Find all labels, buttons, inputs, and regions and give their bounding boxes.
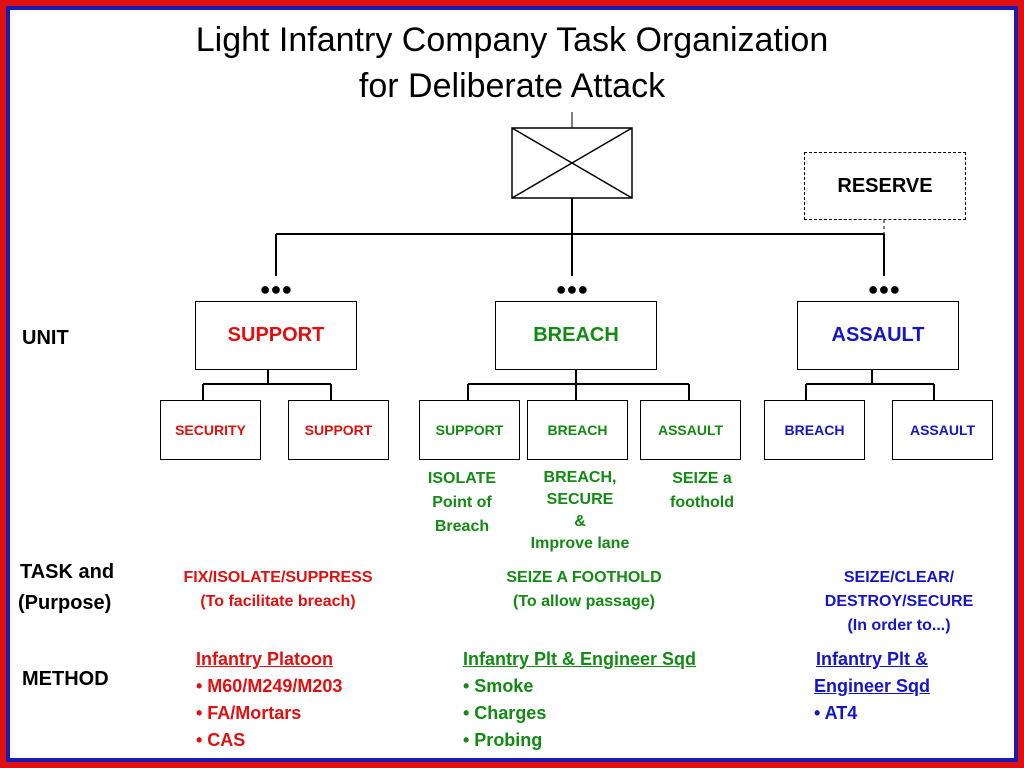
assault-breach-box: BREACH	[764, 400, 865, 460]
breach-breach-box: BREACH	[527, 400, 628, 460]
support-unit-box: SUPPORT	[195, 301, 357, 370]
support-security-box: SECURITY	[160, 400, 261, 460]
method-breach: Infantry Plt & Engineer Sqd • Smoke • Ch…	[463, 649, 697, 750]
title-line-2: for Deliberate Attack	[358, 67, 666, 105]
support-support-box: SUPPORT	[288, 400, 389, 460]
breach-unit-box: BREACH	[495, 301, 657, 370]
subtask-breach: BREACH, SECURE & Improve lane	[530, 469, 630, 552]
row-label-method: METHOD	[22, 668, 109, 690]
breach-assault-box: ASSAULT	[640, 400, 741, 460]
inner-blue-frame	[6, 6, 1018, 762]
assault-unit-box: ASSAULT	[797, 301, 959, 370]
row-label-unit: UNIT	[22, 327, 69, 349]
subtask-isolate: ISOLATE Point of Breach	[427, 470, 497, 535]
subtask-seize: SEIZE a foothold	[670, 470, 734, 511]
row-label-task: TASK and	[20, 561, 115, 583]
task-assault: SEIZE/CLEAR/ DESTROY/SECURE (In order to…	[824, 569, 974, 634]
breach-support-box: SUPPORT	[419, 400, 520, 460]
method-assault: Infantry Plt & Engineer Sqd • AT4	[814, 649, 931, 723]
task-support: FIX/ISOLATE/SUPPRESS (To facilitate brea…	[183, 569, 373, 610]
assault-assault-box: ASSAULT	[892, 400, 993, 460]
row-label-purpose: (Purpose)	[18, 592, 112, 614]
platoon-echelon-icon: ●●●	[259, 279, 293, 299]
task-breach: SEIZE A FOOTHOLD (To allow passage)	[506, 569, 662, 610]
reserve-box: RESERVE	[804, 152, 966, 220]
platoon-echelon-icon: ●●●	[555, 279, 589, 299]
method-support: Infantry Platoon • M60/M249/M203 • FA/Mo…	[196, 649, 343, 750]
platoon-echelon-icon: ●●●	[867, 279, 901, 299]
title-line-1: Light Infantry Company Task Organization	[195, 21, 829, 59]
company-unit-symbol	[511, 127, 633, 199]
